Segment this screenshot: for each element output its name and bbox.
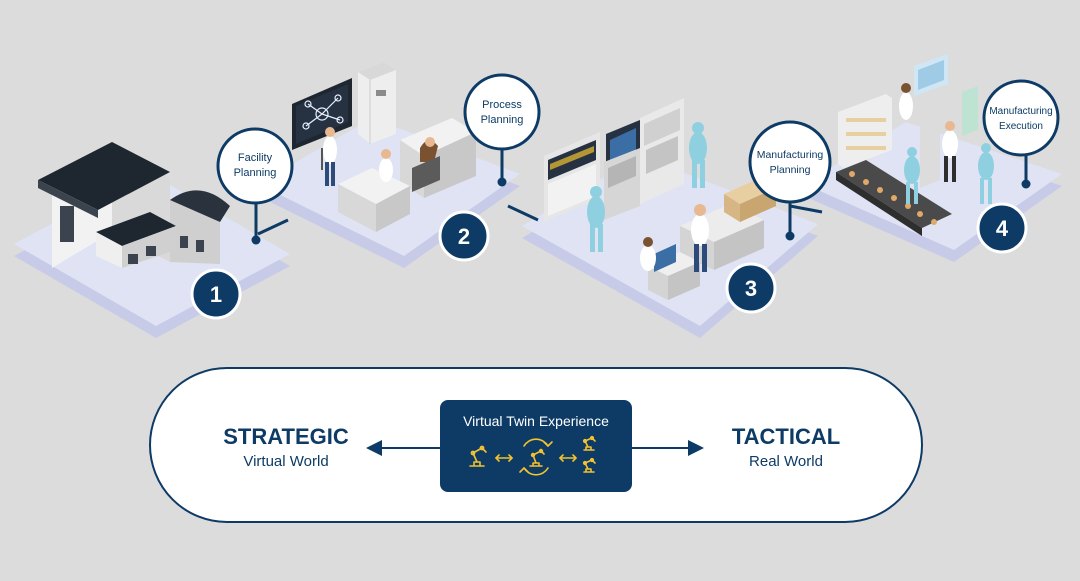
stage-4-badge: 4 bbox=[976, 202, 1028, 254]
process-planning-bubble bbox=[463, 73, 541, 151]
virtual-twin-title: Virtual Twin Experience bbox=[463, 413, 609, 429]
stage-2-label-line1: Process bbox=[482, 99, 522, 111]
strategic-tactical-capsule: STRATEGIC Virtual World TACTICAL Real Wo… bbox=[149, 367, 923, 523]
stage-4-label-line1: Manufacturing bbox=[989, 106, 1052, 117]
real-world-label: Real World bbox=[749, 453, 823, 470]
tactical-title: TACTICAL bbox=[732, 424, 840, 449]
stage-3-label: Manufacturing Planning bbox=[748, 120, 832, 241]
stage-1-label-line2: Planning bbox=[234, 167, 277, 179]
strategic-title: STRATEGIC bbox=[223, 424, 349, 449]
bidirectional-arrow-icon bbox=[495, 454, 513, 462]
planning-room-illustration bbox=[544, 98, 776, 300]
virtual-twin-box bbox=[440, 400, 632, 492]
manufacturing-planning-bubble bbox=[748, 120, 832, 204]
stage-1-label-line1: Facility bbox=[238, 152, 273, 164]
stage-4-number: 4 bbox=[996, 216, 1009, 241]
stage-3-label-line2: Planning bbox=[770, 164, 811, 176]
manufacturing-execution-bubble bbox=[982, 79, 1060, 157]
stage-2-label: Process Planning bbox=[463, 73, 541, 187]
stage-2-badge: 2 bbox=[438, 210, 490, 262]
bidirectional-arrow-icon bbox=[559, 454, 577, 462]
factory-building-illustration bbox=[38, 142, 230, 268]
platform-connectors bbox=[257, 204, 823, 236]
stage-3-label-line1: Manufacturing bbox=[757, 149, 824, 161]
research-lab-illustration bbox=[292, 62, 476, 232]
stage-1-badge: 1 bbox=[190, 268, 242, 320]
robot-arm-icon bbox=[469, 445, 487, 467]
stage-2-label-line2: Planning bbox=[481, 114, 524, 126]
stage-2-number: 2 bbox=[458, 224, 470, 249]
left-arrow-icon bbox=[366, 440, 440, 456]
right-arrow-icon bbox=[632, 440, 704, 456]
stage-4-label-line2: Execution bbox=[999, 121, 1043, 132]
cycle-arrows-icon bbox=[519, 438, 553, 476]
stage-1-number: 1 bbox=[210, 282, 222, 307]
robot-arm-icon bbox=[582, 435, 596, 451]
facility-planning-bubble bbox=[216, 127, 294, 205]
stage-3-badge: 3 bbox=[725, 262, 777, 314]
production-line-illustration bbox=[836, 54, 994, 236]
robot-arm-icon bbox=[582, 457, 596, 473]
stage-4-label: Manufacturing Execution bbox=[982, 79, 1060, 189]
stage-1-label: Facility Planning bbox=[216, 127, 294, 245]
stage-3-number: 3 bbox=[745, 276, 757, 301]
virtual-world-label: Virtual World bbox=[243, 453, 328, 470]
